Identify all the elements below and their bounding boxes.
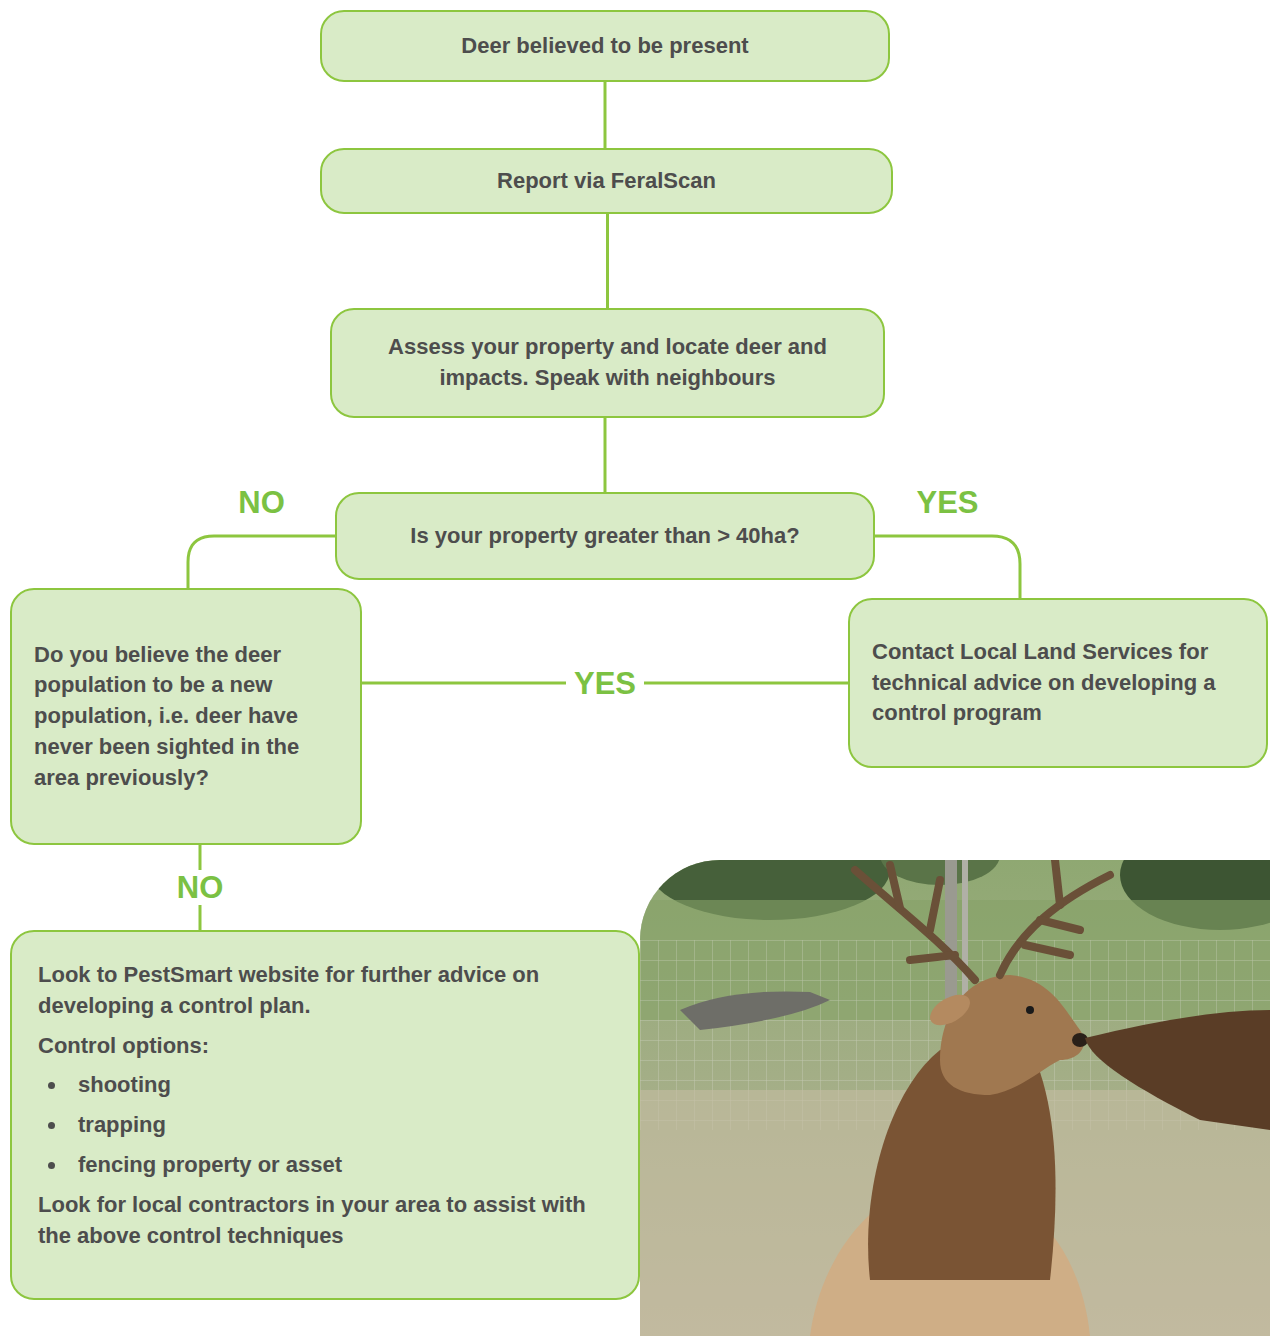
field — [640, 860, 1270, 1336]
bullet-dot — [48, 1162, 55, 1169]
edge-label: NO — [169, 870, 232, 905]
elk-head — [940, 975, 1084, 1095]
connector-line — [604, 82, 607, 148]
edge-label: NO — [230, 485, 293, 520]
log — [680, 991, 830, 1030]
node-text: Deer believed to be present — [346, 31, 864, 62]
node-text: Look for local contractors in your area … — [38, 1190, 612, 1252]
antler-tine — [890, 865, 900, 908]
connector-line — [875, 536, 1020, 598]
antlers — [855, 860, 1110, 980]
antler-tine — [1055, 860, 1060, 905]
bullet-dot — [48, 1082, 55, 1089]
connector-line — [604, 418, 607, 492]
connector-line — [188, 536, 335, 588]
antler-tine — [1025, 945, 1070, 955]
antler-tine — [930, 880, 940, 930]
deer-photo — [640, 860, 1270, 1336]
antler — [855, 870, 975, 980]
connector-line — [606, 214, 609, 308]
elk-ear — [925, 989, 975, 1032]
bullet-dot — [48, 1122, 55, 1129]
node-text: Control options: — [38, 1031, 612, 1062]
edge-label: YES — [908, 485, 986, 520]
edge-label: YES — [566, 666, 644, 701]
node-text: Look to PestSmart website for further ad… — [38, 960, 612, 1022]
bullet-item: shooting — [38, 1070, 612, 1101]
antler-tine — [910, 955, 955, 960]
antler-tine — [1040, 920, 1080, 930]
decision-box: Is your property greater than > 40ha? — [335, 492, 875, 580]
process-box: Contact Local Land Services for technica… — [848, 598, 1268, 768]
process-box: Look to PestSmart website for further ad… — [10, 930, 640, 1300]
bullet-item: trapping — [38, 1110, 612, 1141]
photo-content — [640, 860, 1270, 1336]
bullet-item: fencing property or asset — [38, 1150, 612, 1181]
process-box: Deer believed to be present — [320, 10, 890, 82]
node-text: Contact Local Land Services for technica… — [872, 637, 1244, 729]
node-text: Report via FeralScan — [346, 166, 867, 197]
node-text: Assess your property and locate deer and… — [356, 332, 859, 394]
process-box: Assess your property and locate deer and… — [330, 308, 885, 418]
node-text: Is your property greater than > 40ha? — [357, 521, 853, 552]
node-text: Do you believe the deer population to be… — [34, 640, 338, 794]
second-deer-head — [1085, 1010, 1270, 1130]
process-box: Do you believe the deer population to be… — [10, 588, 362, 845]
process-box: Report via FeralScan — [320, 148, 893, 214]
elk-eye — [1026, 1006, 1034, 1014]
